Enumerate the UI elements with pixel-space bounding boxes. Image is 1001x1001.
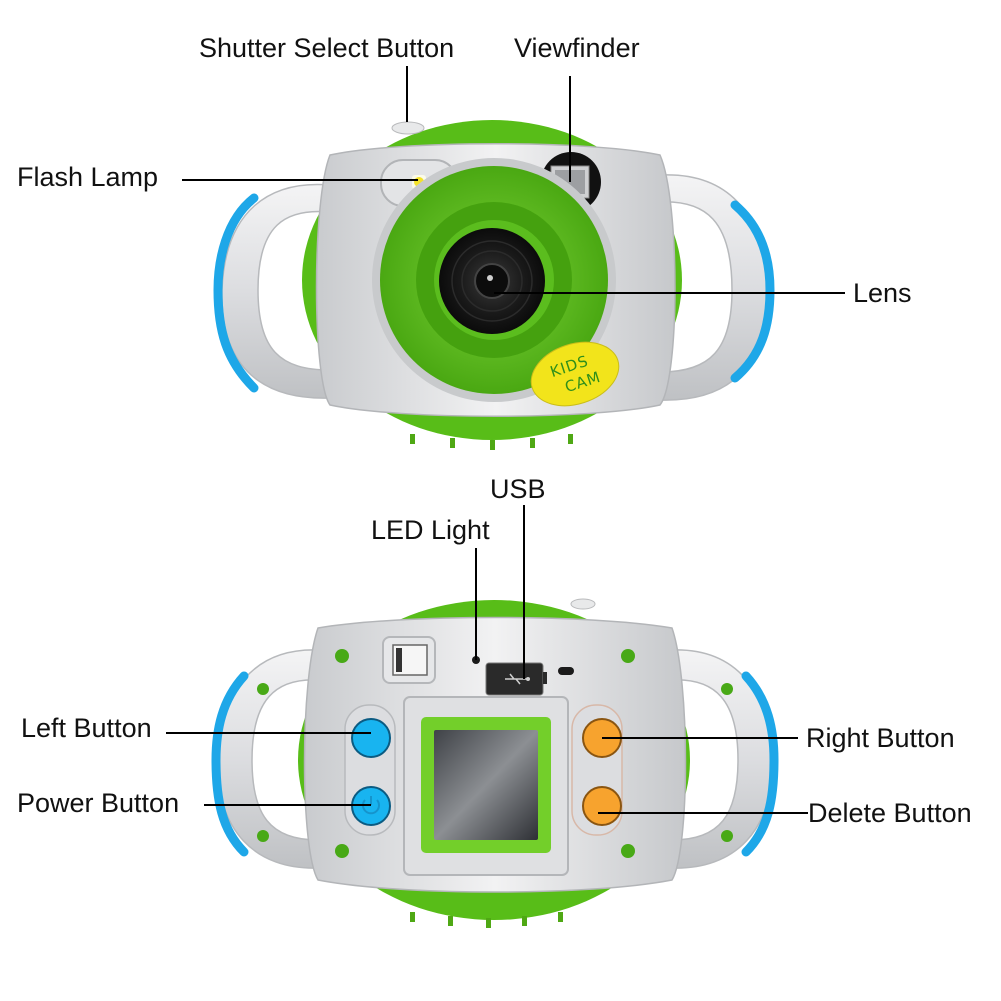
- screw-dot: [621, 844, 635, 858]
- screw-dot: [621, 649, 635, 663]
- label-flash-lamp: Flash Lamp: [17, 162, 159, 192]
- callout-lines: [166, 66, 845, 814]
- delete-button-shape[interactable]: [582, 786, 622, 826]
- label-shutter-select-button: Shutter Select Button: [199, 33, 455, 63]
- label-power-button: Power Button: [17, 788, 180, 818]
- front-feet: [410, 434, 573, 450]
- usb-port-shape[interactable]: [485, 662, 547, 696]
- lens-glass: [474, 263, 510, 299]
- label-right-button: Right Button: [806, 723, 955, 753]
- kids-cam-badge: KIDS CAM: [530, 341, 620, 407]
- lcd-screen: [434, 730, 538, 840]
- shutter-select-button-shape[interactable]: [391, 121, 425, 135]
- screw-dot: [335, 844, 349, 858]
- label-led-light: LED Light: [371, 515, 490, 545]
- lens-ridge: [461, 250, 523, 312]
- lens-ridge: [451, 240, 533, 322]
- back-shutter-button[interactable]: [570, 598, 596, 610]
- left-button-shape[interactable]: [351, 718, 391, 758]
- label-usb: USB: [490, 474, 546, 504]
- label-lens: Lens: [853, 278, 912, 308]
- back-feet: [410, 912, 563, 928]
- label-left-button: Left Button: [21, 713, 152, 743]
- label-viewfinder: Viewfinder: [514, 33, 640, 63]
- front-right-handle: [659, 174, 775, 401]
- label-delete-button: Delete Button: [808, 798, 972, 828]
- front-left-handle: [213, 183, 331, 399]
- camera-front: KIDS CAM: [213, 120, 775, 450]
- camera-back: [211, 598, 779, 928]
- indicator-slot: [558, 667, 574, 675]
- rear-viewfinder: [382, 636, 436, 684]
- lens-reflection: [487, 275, 493, 281]
- screw-dot: [335, 649, 349, 663]
